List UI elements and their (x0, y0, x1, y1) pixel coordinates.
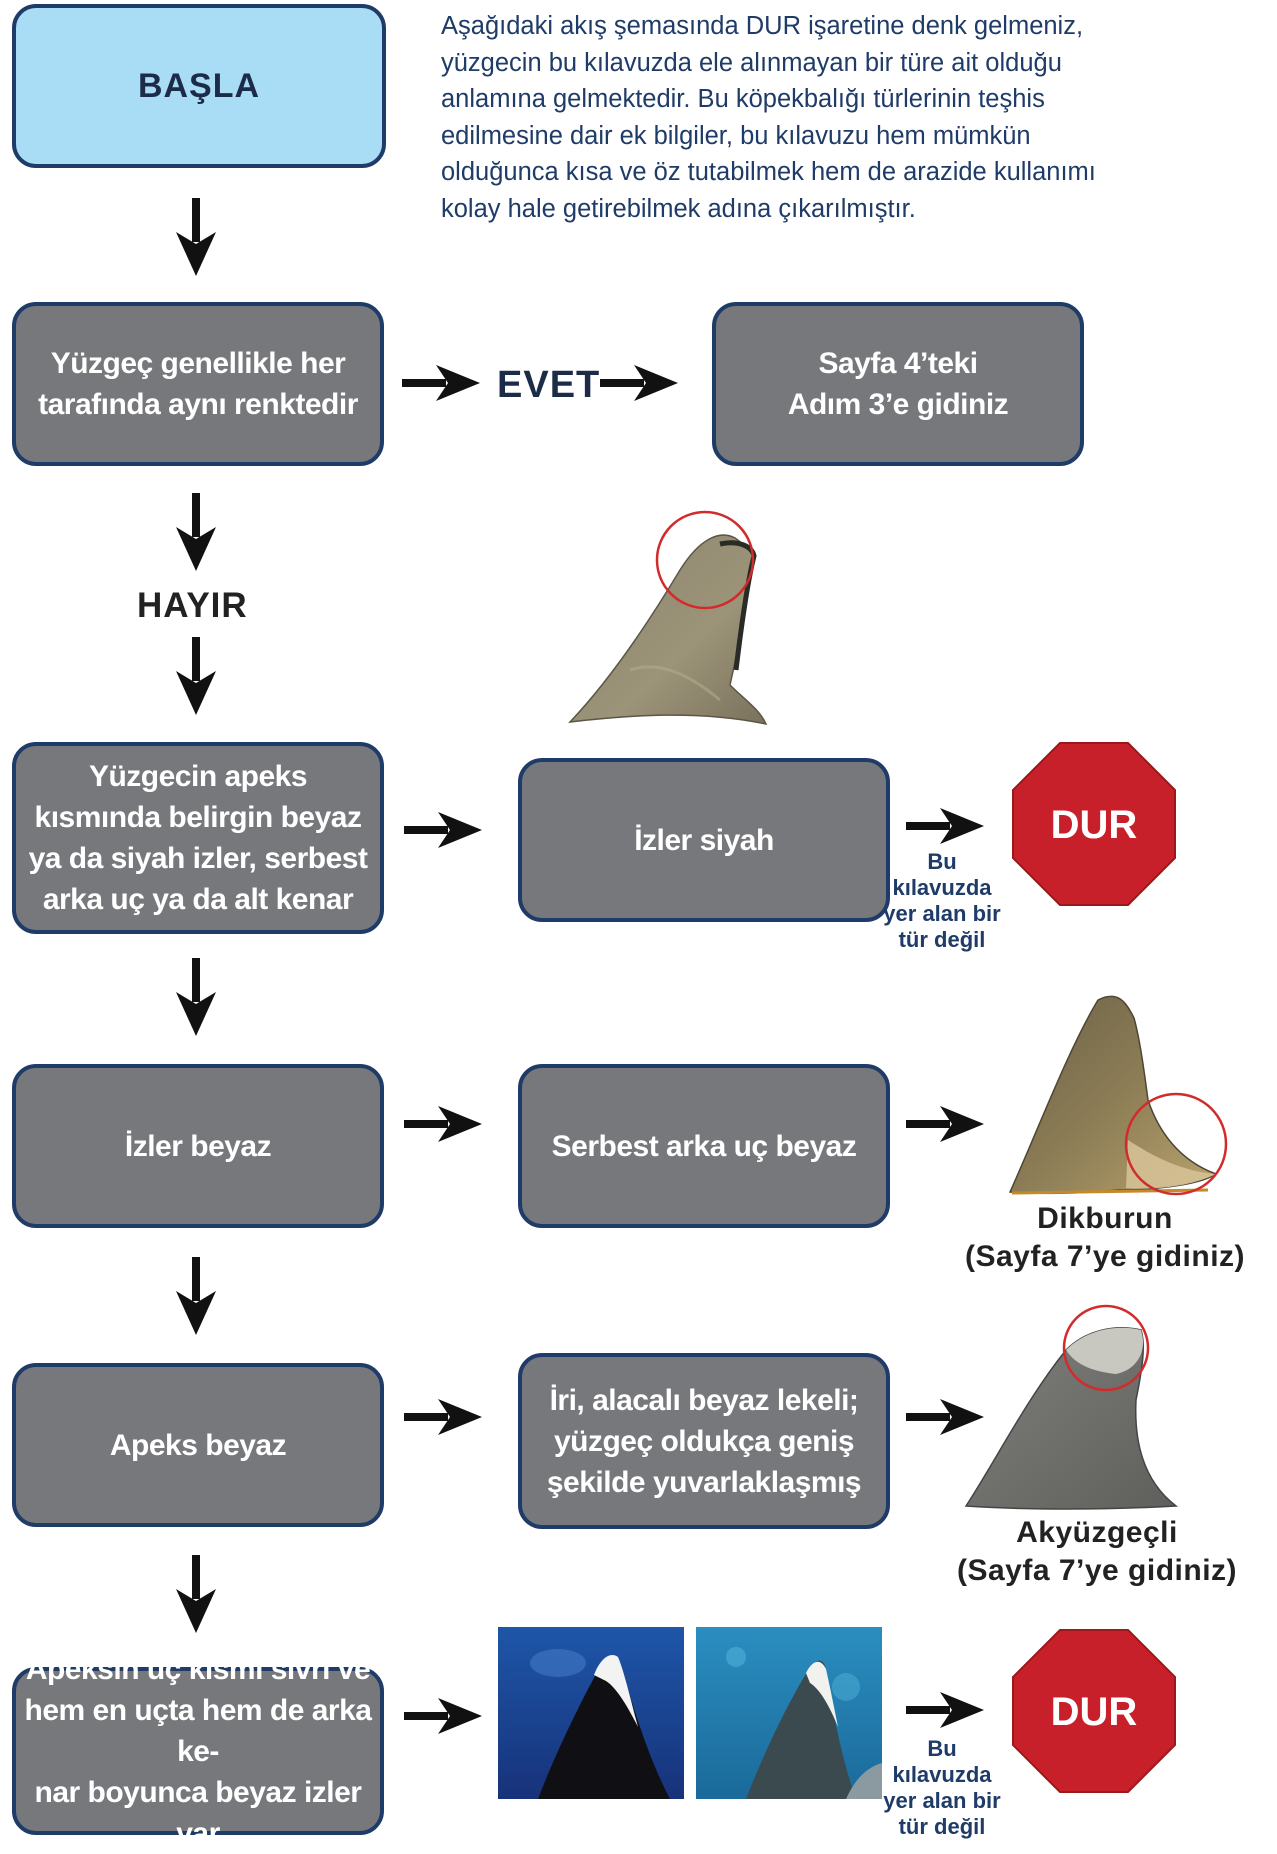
free-tip-white-node: Serbest arka uç beyaz (518, 1064, 890, 1228)
marks-white-node: İzler beyaz (12, 1064, 384, 1228)
start-node: BAŞLA (12, 4, 386, 168)
stop-sign-1: DUR (1012, 742, 1176, 906)
highlight-circle (1062, 1304, 1150, 1392)
stop-note-2: Bu kılavuzda yer alan bir tür değil (883, 1736, 1001, 1839)
arrow-right-apex-white (404, 1399, 482, 1435)
arrow-right-q2 (404, 812, 482, 848)
arrow-right-yes-2 (600, 365, 678, 401)
arrow-down-no (176, 637, 216, 715)
goto-step3-label: Sayfa 4’teki Adım 3’e gidiniz (787, 347, 1009, 421)
goto-step3-node: Sayfa 4’teki Adım 3’e gidiniz (712, 302, 1084, 466)
caption-dikburun: Dikburun (Sayfa 7’ye gidiniz) (964, 1202, 1246, 1273)
fin-photo-underwater-1 (498, 1627, 684, 1799)
marks-black-node: İzler siyah (518, 758, 890, 922)
arrow-down-q2 (176, 958, 216, 1036)
question-marks: Yüzgecin apeks kısmında belirgin beyaz y… (12, 742, 384, 934)
question-same-color-label: Yüzgeç genellikle her tarafında aynı ren… (38, 347, 358, 421)
marks-black-label: İzler siyah (634, 823, 774, 857)
marks-white-label: İzler beyaz (124, 1129, 272, 1163)
stop-text: DUR (1051, 803, 1138, 847)
fin-photo-dikburun (1008, 995, 1228, 1196)
highlight-circle (655, 510, 755, 610)
arrow-down-marks-white (176, 1257, 216, 1335)
apex-white-label: Apeks beyaz (109, 1428, 287, 1462)
question-marks-label: Yüzgecin apeks kısmında belirgin beyaz y… (28, 760, 368, 916)
arrow-right-yes-1 (402, 365, 480, 401)
arrow-down-start (176, 198, 216, 276)
arrow-right-marks-white (404, 1106, 482, 1142)
arrow-right-black (906, 808, 984, 844)
stop-note-1: Bu kılavuzda yer alan bir tür değil (883, 849, 1001, 952)
caption-akyuzgecli: Akyüzgeçli (Sayfa 7’ye gidiniz) (956, 1516, 1238, 1587)
fin-photo-underwater-2 (696, 1627, 882, 1799)
arrow-right-pointed (404, 1698, 482, 1734)
mottled-label: İri, alacalı beyaz lekeli; yüzgeç oldukç… (546, 1383, 862, 1499)
arrow-down-q1 (176, 493, 216, 571)
apex-white-node: Apeks beyaz (12, 1363, 384, 1527)
mottled-node: İri, alacalı beyaz lekeli; yüzgeç oldukç… (518, 1353, 890, 1529)
arrow-right-photos (906, 1692, 984, 1728)
question-same-color: Yüzgeç genellikle her tarafında aynı ren… (12, 302, 384, 466)
stop-sign-2: DUR (1012, 1629, 1176, 1793)
fin-photo-black-marks (568, 510, 768, 726)
no-label: HAYIR (137, 586, 248, 625)
arrow-right-free-tip (906, 1106, 984, 1142)
stop-text: DUR (1051, 1690, 1138, 1734)
free-tip-white-label: Serbest arka uç beyaz (551, 1129, 857, 1163)
yes-label: EVET (497, 364, 601, 406)
highlight-circle (1124, 1092, 1228, 1196)
fin-photo-akyuzgecli (964, 1304, 1179, 1510)
arrow-down-apex-white (176, 1555, 216, 1633)
intro-text: Aşağıdaki akış şemasında DUR işaretine d… (441, 12, 1096, 223)
pointed-apex-node: Apeksin uç kısmı sivri ve hem en uçta he… (12, 1653, 384, 1850)
start-label: BAŞLA (137, 66, 261, 105)
pointed-apex-label: Apeksin uç kısmı sivri ve hem en uçta he… (24, 1652, 372, 1850)
